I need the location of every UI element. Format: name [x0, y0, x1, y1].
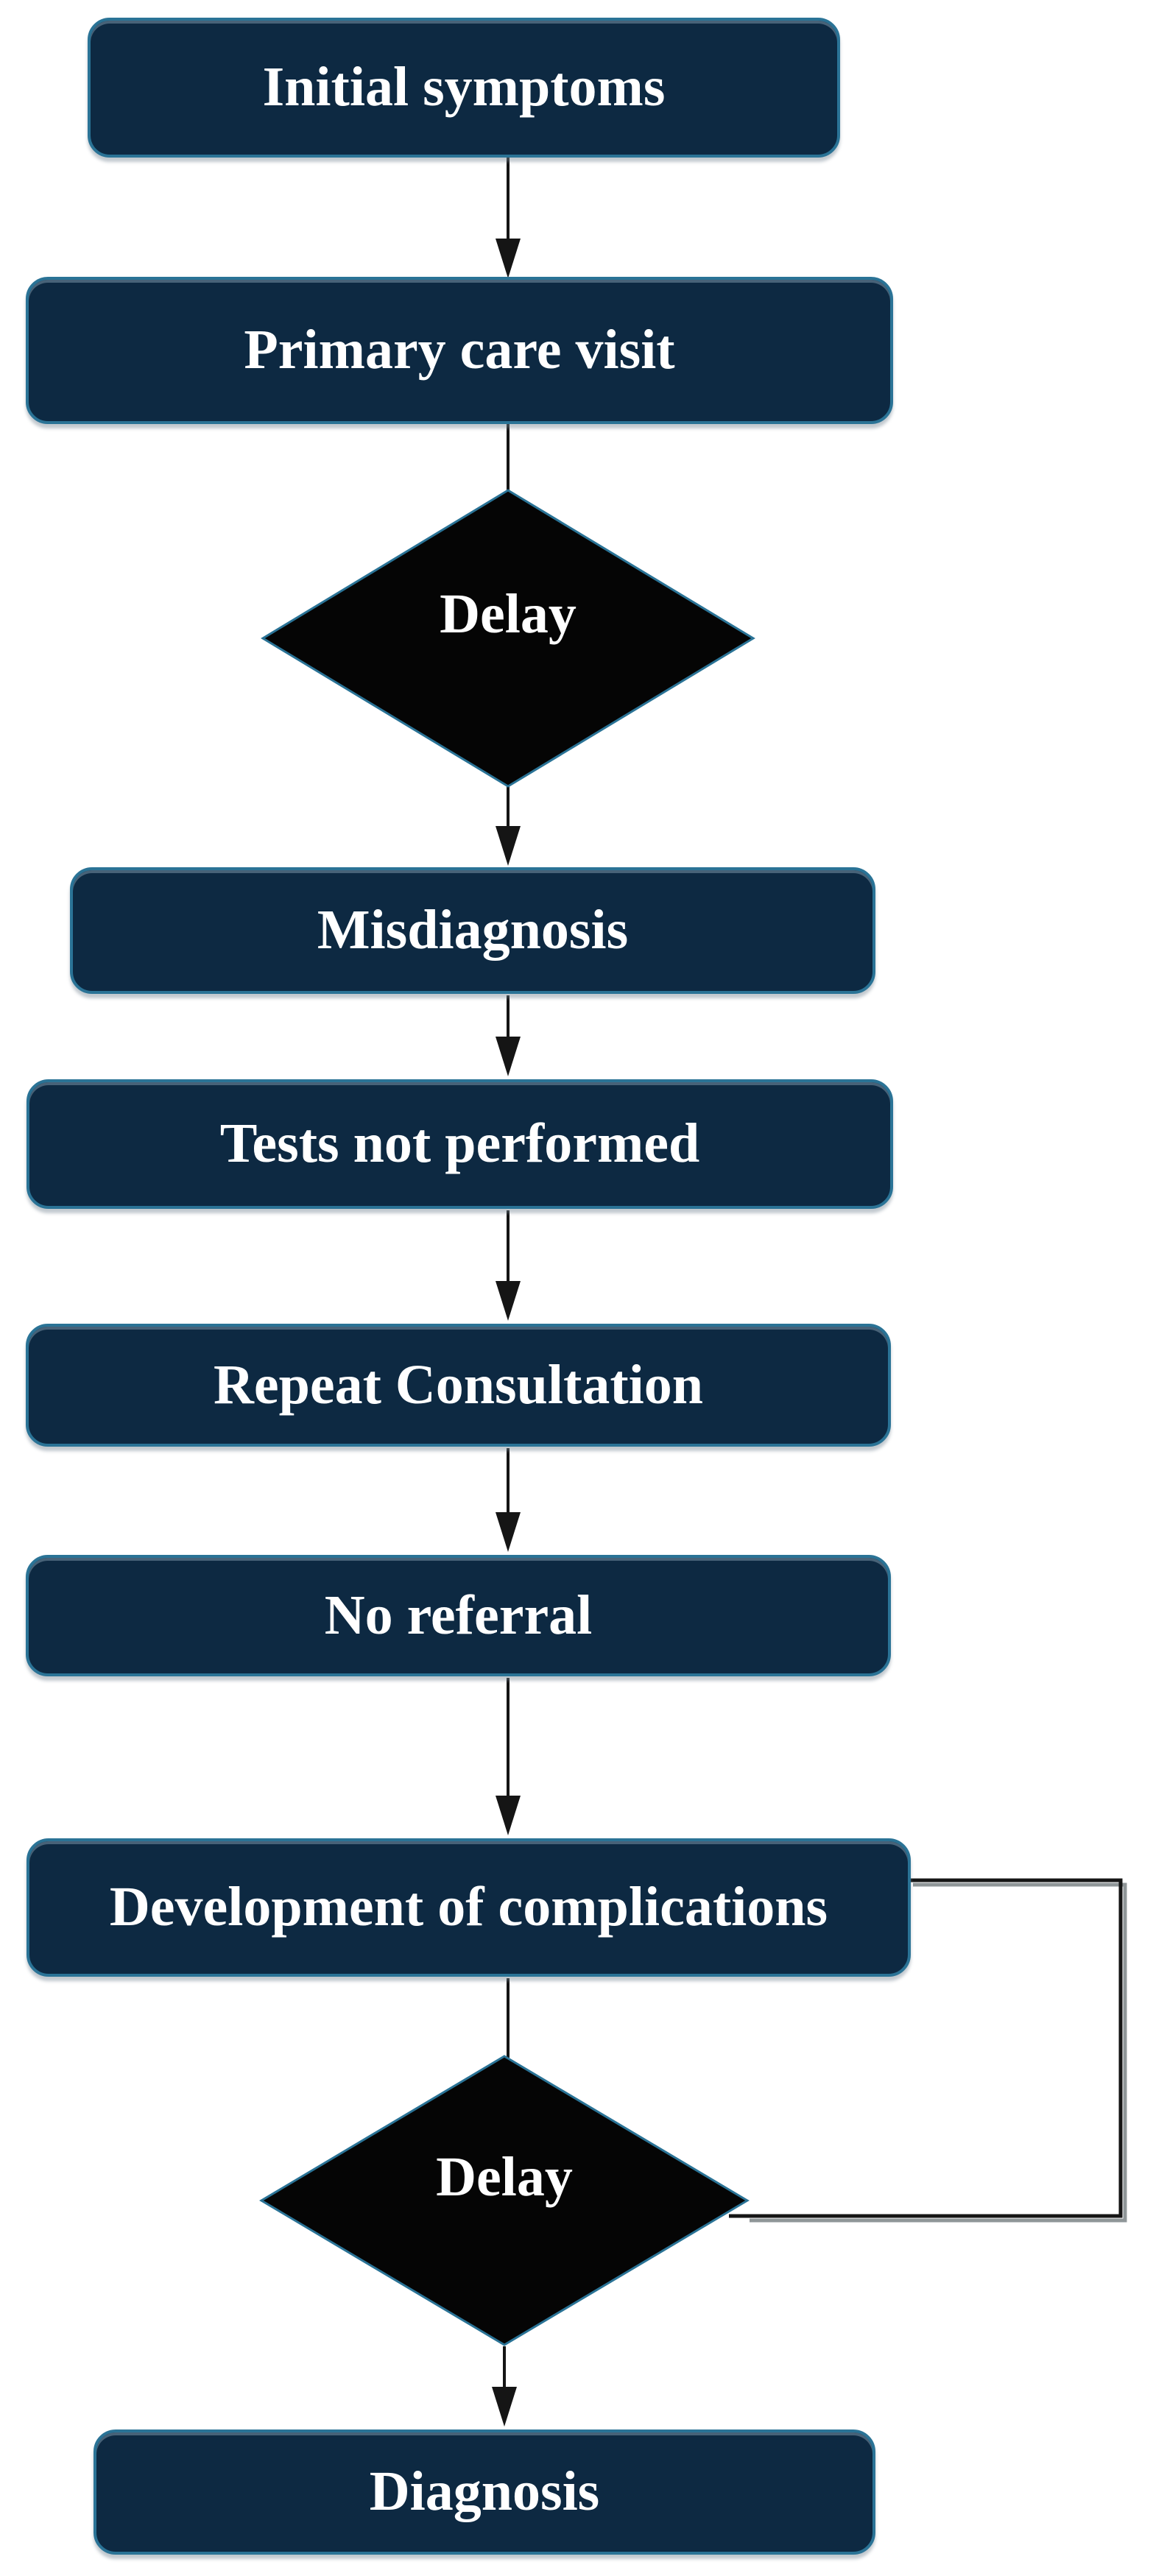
arrowhead-delay1-to-misdiagnosis — [496, 826, 521, 866]
node-development-of-complications: Development of complications — [27, 1838, 911, 1977]
node-primary-care-visit-label: Primary care visit — [244, 319, 675, 381]
node-repeat-consultation-label: Repeat Consultation — [213, 1353, 704, 1416]
node-tests-not-performed-label: Tests not performed — [219, 1112, 700, 1175]
node-delay-1-shape — [261, 489, 755, 788]
node-no-referral-label: No referral — [324, 1584, 593, 1646]
loop-connector-development-to-delay2 — [729, 1878, 1123, 2218]
node-misdiagnosis: Misdiagnosis — [70, 867, 875, 994]
node-delay-2-label: Delay — [436, 2146, 573, 2209]
arrowhead-initial-to-primary — [496, 239, 521, 278]
node-diagnosis: Diagnosis — [94, 2429, 875, 2555]
node-development-of-complications-label: Development of complications — [109, 1876, 828, 1938]
node-tests-not-performed: Tests not performed — [27, 1079, 893, 1209]
arrowhead-delay2-to-diagnosis — [492, 2387, 517, 2427]
node-delay-1-label: Delay — [440, 583, 577, 646]
node-misdiagnosis-label: Misdiagnosis — [317, 899, 629, 961]
loop-connector-shadow — [750, 1882, 1127, 2223]
node-primary-care-visit: Primary care visit — [26, 277, 893, 424]
node-no-referral: No referral — [26, 1555, 891, 1676]
arrowhead-noreferral-to-development — [496, 1796, 521, 1835]
arrowhead-repeat-to-noreferral — [496, 1512, 521, 1552]
node-initial-symptoms-label: Initial symptoms — [262, 56, 666, 119]
node-diagnosis-label: Diagnosis — [369, 2460, 600, 2523]
node-repeat-consultation: Repeat Consultation — [26, 1324, 891, 1447]
arrowhead-tests-to-repeat — [496, 1281, 521, 1321]
arrowhead-misdiagnosis-to-tests — [496, 1037, 521, 1076]
node-delay-2-shape — [259, 2055, 750, 2346]
node-initial-symptoms: Initial symptoms — [88, 18, 840, 158]
